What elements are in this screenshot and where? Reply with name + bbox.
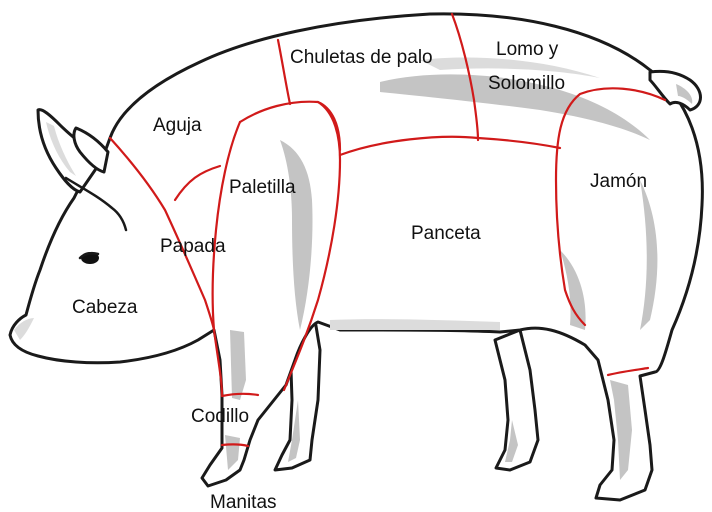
- label-papada: Papada: [160, 236, 226, 257]
- cut-front-leg-inner: [212, 328, 224, 398]
- cut-codillo-bottom: [220, 443, 250, 448]
- label-panceta: Panceta: [411, 223, 481, 244]
- label-lomo-line1: Lomo y: [496, 39, 559, 60]
- cut-codillo-top: [220, 392, 260, 398]
- label-jamon: Jamón: [590, 171, 647, 192]
- right-ear: [72, 126, 110, 174]
- label-aguja: Aguja: [153, 115, 202, 136]
- cut-chuletas-lomo: [450, 12, 480, 142]
- cut-lines: [108, 12, 667, 448]
- pig-body: [8, 12, 704, 502]
- label-codillo: Codillo: [191, 406, 249, 427]
- body-shading: [225, 57, 658, 480]
- cut-jamon-leg: [606, 366, 650, 377]
- cut-paletilla-back: [282, 100, 342, 392]
- cut-aguja-cabeza: [108, 136, 216, 332]
- label-manitas: Manitas: [210, 492, 277, 512]
- tail: [648, 69, 702, 112]
- cut-paletilla-front: [211, 120, 242, 332]
- cut-papada-top: [173, 164, 222, 202]
- cut-aguja-chuletas: [276, 38, 292, 106]
- head-details: [14, 108, 128, 340]
- label-lomo-line2: Solomillo: [488, 73, 565, 94]
- cut-jamon: [554, 87, 667, 327]
- cut-labels: Cabeza Aguja Papada Paletilla Chuletas d…: [72, 39, 647, 512]
- far-legs: [273, 318, 540, 472]
- cut-panceta-top: [338, 135, 562, 157]
- label-paletilla: Paletilla: [229, 177, 296, 198]
- label-cabeza: Cabeza: [72, 297, 138, 318]
- label-chuletas: Chuletas de palo: [290, 47, 433, 68]
